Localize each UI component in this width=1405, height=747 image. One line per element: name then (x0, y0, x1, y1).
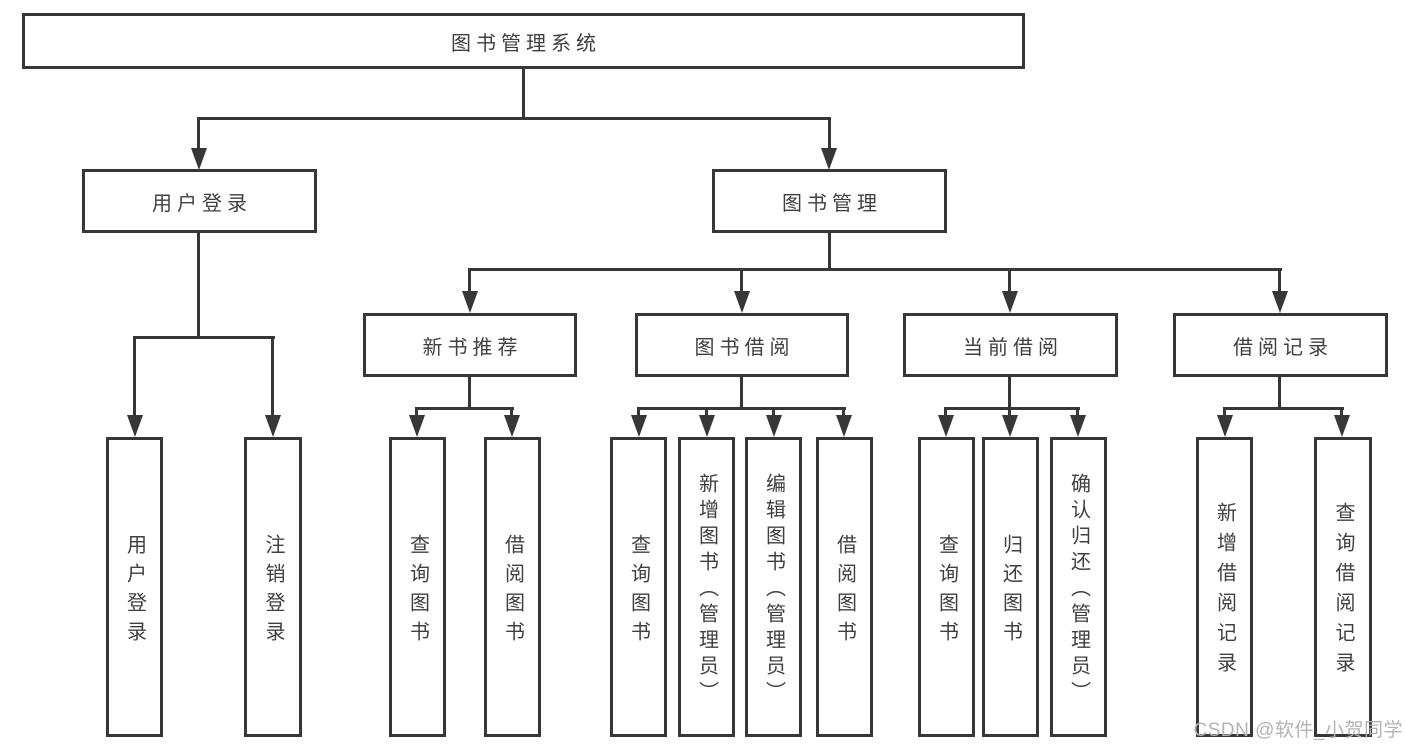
arrowhead (631, 415, 647, 437)
node-label: 图书管理系统 (451, 32, 601, 55)
node-label: 当前借阅 (963, 336, 1063, 359)
connector (1340, 407, 1343, 419)
arrowhead (1334, 415, 1350, 437)
connector (740, 268, 743, 294)
arrowhead (699, 415, 715, 437)
leaf-label: 查询图书 (935, 533, 958, 650)
node-label: 借阅记录 (1233, 336, 1333, 359)
arrowhead (836, 415, 852, 437)
connector (1008, 407, 1011, 419)
arrowhead (409, 415, 425, 437)
connector (468, 268, 1282, 271)
connector (637, 407, 640, 419)
node-book-management: 图书管理 (712, 169, 947, 233)
connector (1223, 407, 1344, 410)
leaf-label: 查询图书 (627, 533, 650, 650)
leaf-query-books: 查询图书 (389, 437, 446, 737)
leaf-label: 查询借阅记录 (1332, 502, 1354, 682)
connector (133, 336, 275, 339)
arrowhead (821, 148, 837, 170)
leaf-label: 注销登录 (262, 533, 284, 650)
connector (828, 117, 831, 151)
node-borrow-records: 借阅记录 (1173, 313, 1388, 377)
leaf-user-login: 用户登录 (106, 437, 163, 737)
connector (415, 407, 514, 410)
connector (1076, 407, 1079, 419)
arrowhead (766, 415, 782, 437)
node-new-book-recommend: 新书推荐 (363, 313, 577, 377)
leaf-borrow-books: 借阅图书 (484, 437, 541, 737)
leaf-label: 确认归还（管理员） (1067, 473, 1090, 707)
watermark-text: CSDN @软件_小贺同学 (1193, 720, 1403, 741)
connector (705, 407, 708, 419)
leaf-label: 新增图书（管理员） (695, 473, 718, 707)
connector (1008, 268, 1011, 294)
connector (468, 268, 471, 294)
node-label: 图书管理 (782, 192, 882, 215)
connector (1278, 377, 1281, 409)
connector (1008, 377, 1011, 409)
leaf-label: 归还图书 (999, 533, 1022, 650)
connector (133, 336, 136, 418)
connector (415, 407, 418, 419)
leaf-logout: 注销登录 (244, 437, 302, 737)
leaf-add-books-admin: 新增图书（管理员） (678, 437, 735, 737)
connector (522, 69, 525, 119)
connector (271, 336, 274, 418)
arrowhead (1217, 415, 1233, 437)
connector (1278, 268, 1281, 294)
connector (740, 377, 743, 409)
leaf-label: 用户登录 (123, 533, 146, 650)
leaf-query-borrow-record: 查询借阅记录 (1314, 437, 1372, 737)
connector (510, 407, 513, 419)
leaf-label: 借阅图书 (833, 533, 856, 650)
leaf-edit-books-admin: 编辑图书（管理员） (745, 437, 802, 737)
connector (197, 233, 200, 338)
node-label: 图书借阅 (694, 336, 795, 359)
connector (772, 407, 775, 419)
arrowhead (1002, 415, 1018, 437)
leaf-query-books: 查询图书 (918, 437, 975, 737)
arrowhead (734, 291, 750, 313)
arrowhead (127, 415, 143, 437)
leaf-label: 借阅图书 (501, 533, 524, 650)
node-user-login: 用户登录 (82, 169, 317, 233)
connector (1223, 407, 1226, 419)
connector (944, 407, 1080, 410)
arrowhead (1070, 415, 1086, 437)
connector (197, 117, 831, 120)
connector (197, 117, 200, 151)
leaf-label: 查询图书 (406, 533, 429, 650)
arrowhead (1272, 291, 1288, 313)
connector (842, 407, 845, 419)
arrowhead (504, 415, 520, 437)
connector (944, 407, 947, 419)
arrowhead (265, 415, 281, 437)
arrowhead (462, 291, 478, 313)
leaf-confirm-return-admin: 确认归还（管理员） (1050, 437, 1107, 737)
connector (637, 407, 846, 410)
arrowhead (1002, 291, 1018, 313)
node-label: 新书推荐 (422, 336, 523, 359)
node-current-borrow: 当前借阅 (903, 313, 1118, 377)
connector (468, 377, 471, 409)
leaf-add-borrow-record: 新增借阅记录 (1196, 437, 1253, 737)
leaf-query-books: 查询图书 (610, 437, 667, 737)
leaf-label: 编辑图书（管理员） (762, 473, 785, 707)
leaf-label: 新增借阅记录 (1213, 502, 1236, 682)
leaf-return-books: 归还图书 (982, 437, 1039, 737)
connector (828, 233, 831, 270)
node-book-borrow: 图书借阅 (635, 313, 849, 377)
leaf-borrow-books: 借阅图书 (816, 437, 873, 737)
arrowhead (191, 148, 207, 170)
arrowhead (938, 415, 954, 437)
node-library-management-system: 图书管理系统 (22, 13, 1025, 69)
node-label: 用户登录 (152, 192, 252, 215)
